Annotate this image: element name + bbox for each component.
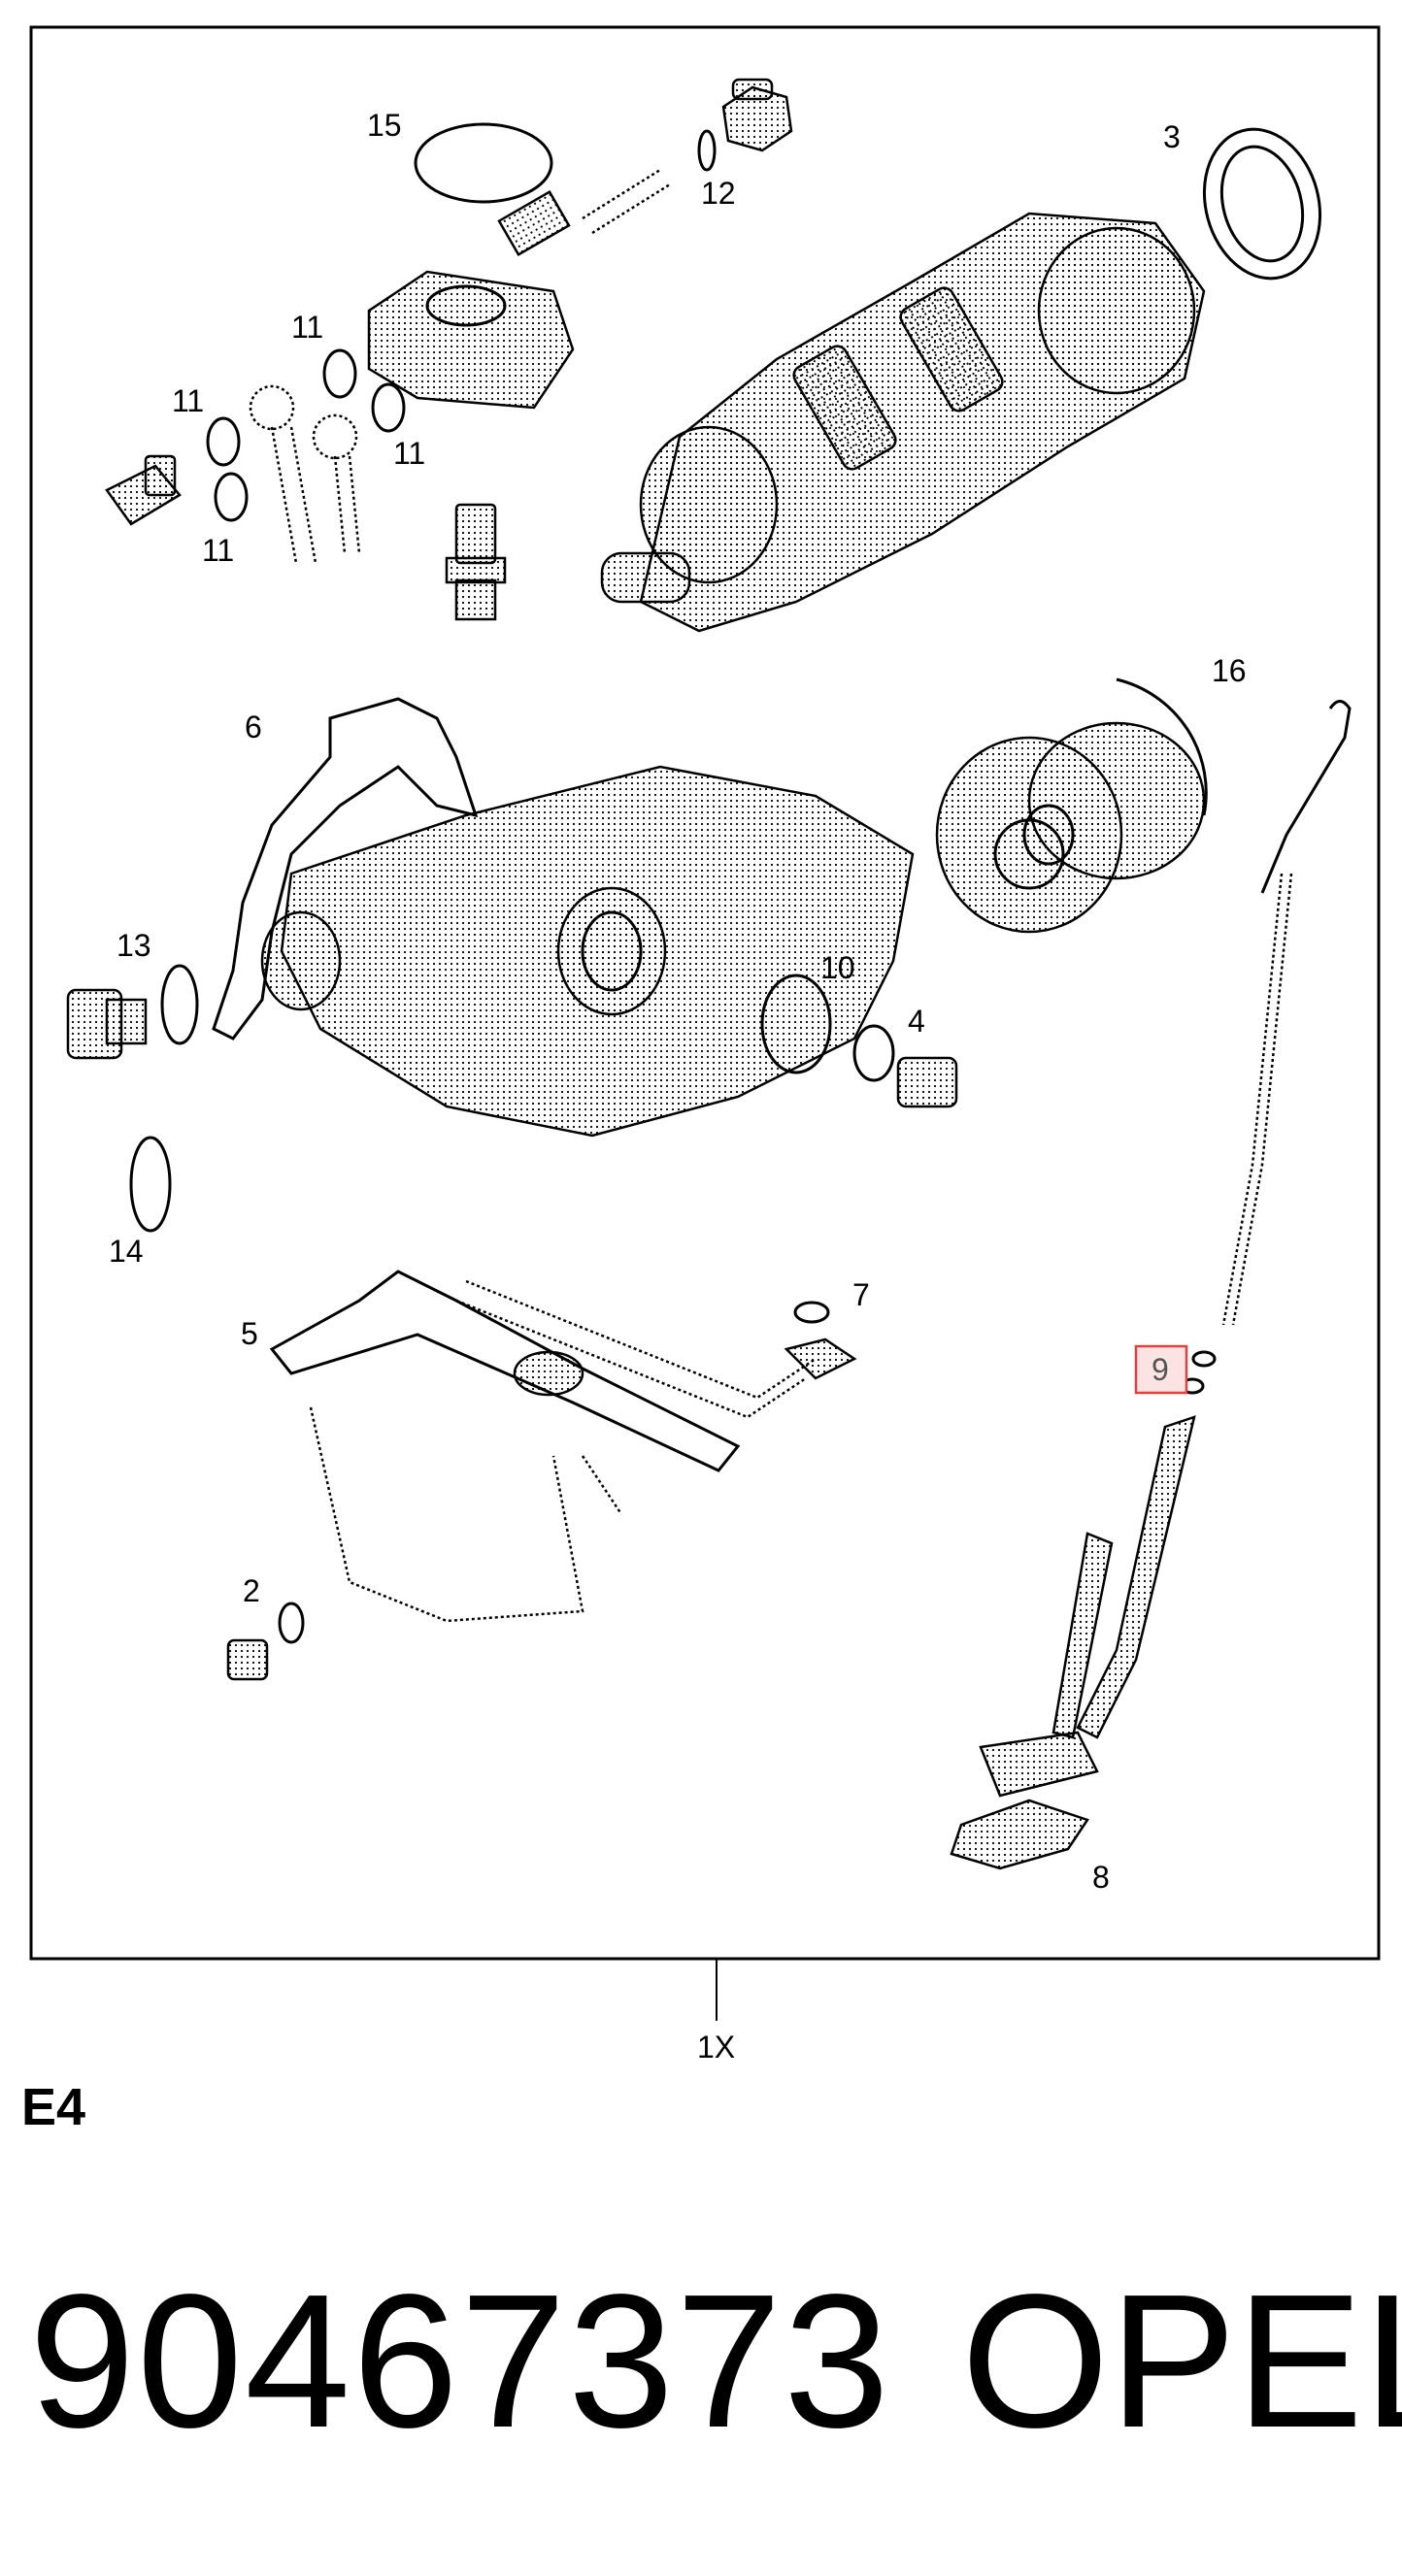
oil-pickup-pipe [455,1279,857,1419]
callout-12: 12 [701,176,736,211]
callout-11a: 11 [291,310,323,345]
o-ring-7 [793,1301,830,1324]
o-ring-15 [414,122,553,204]
callout-4: 4 [908,1004,925,1039]
brand-name: OPEL [961,2255,1402,2467]
dipstick [1221,700,1352,1326]
callout-2: 2 [243,1573,260,1608]
oil-cooler-housing [367,168,671,410]
callout-13: 13 [117,928,151,963]
oil-pump-16 [935,677,1208,934]
section-code: E4 [21,2078,86,2136]
callout-14: 14 [109,1234,144,1269]
callout-6: 6 [245,710,262,744]
seal-rings-11 [206,348,406,564]
callout-8: 8 [1092,1860,1110,1895]
tube-flange-gasket-8 [950,1799,1089,1870]
callout-9-highlight[interactable] [1134,1344,1188,1395]
fitting [445,503,507,621]
front-cover [260,765,915,1138]
part-number: 90467373 [29,2255,892,2467]
plug-13 [66,964,199,1060]
callout-15: 15 [367,108,402,143]
callout-11d: 11 [202,533,234,568]
callout-5: 5 [241,1316,258,1351]
dipstick-tube [979,1415,1196,1798]
callout-16: 16 [1212,653,1247,688]
crank-seal-10 [760,974,832,1074]
quantity-label: 1X [697,2030,735,2064]
callout-7: 7 [852,1277,870,1312]
callout-3: 3 [1163,119,1181,154]
washer-bolt-4 [852,1024,958,1108]
plug-12 [697,78,793,172]
rear-main-seal-3 [1202,127,1322,281]
banjo-bolt [105,454,182,526]
callout-11c: 11 [393,436,425,471]
callout-9: 9 [1152,1352,1169,1387]
oil-pan-gasket-5 [269,1270,741,1472]
callout-11b: 11 [172,383,204,418]
seal-14 [129,1136,172,1233]
oil-pan [309,1406,623,1623]
timing-cover-gasket-6 [212,697,479,1040]
callout-10: 10 [820,950,855,985]
diagram-frame [29,25,1381,1961]
crankshaft [600,212,1206,633]
drain-plug-2 [226,1602,305,1681]
